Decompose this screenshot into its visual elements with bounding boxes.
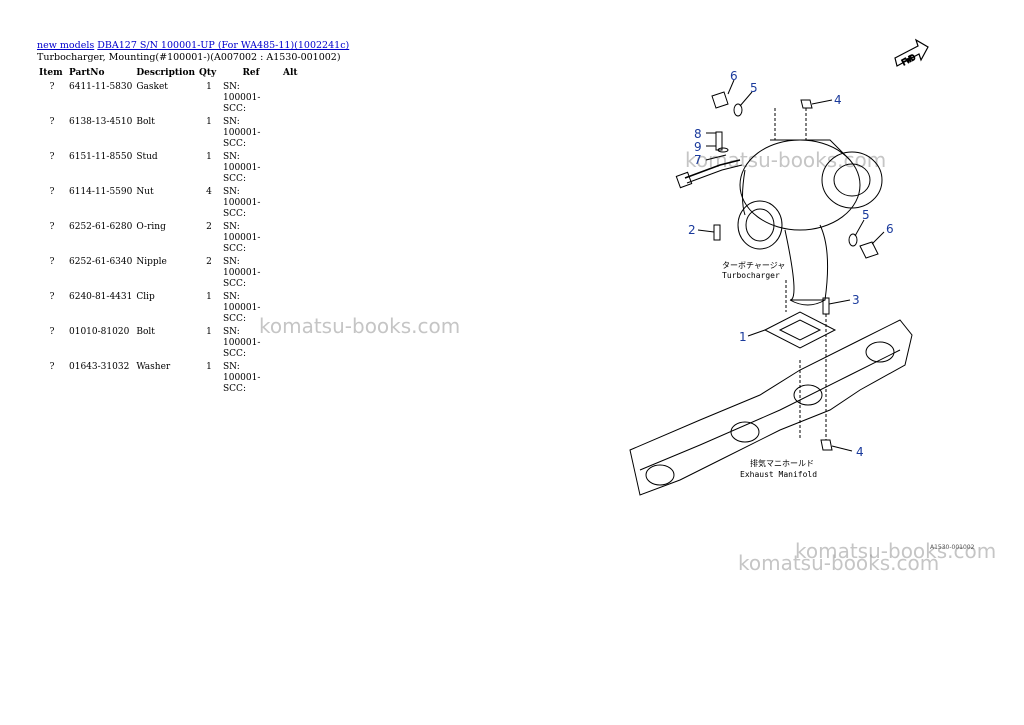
callout-7: 7 <box>694 153 702 167</box>
header-description: Description <box>136 68 195 78</box>
callout-3: 3 <box>852 293 860 307</box>
cell-item: ? <box>49 187 55 197</box>
cell-description: Gasket <box>136 82 168 92</box>
cell-qty: 4 <box>206 187 212 197</box>
cell-item: ? <box>49 117 55 127</box>
cell-partno: 6151-11-8550 <box>69 152 133 162</box>
cell-ref: SN: 100001-SCC: <box>223 327 261 359</box>
cell-description: Nipple <box>136 257 167 267</box>
header-qty: Qty <box>199 68 217 78</box>
cell-partno: 6114-11-5590 <box>69 187 133 197</box>
cell-ref: SN: 100001-SCC: <box>223 187 261 219</box>
cell-item: ? <box>49 362 55 372</box>
cell-qty: 1 <box>206 292 212 302</box>
callout-2: 2 <box>688 223 696 237</box>
page-title: Turbocharger, Mounting(#100001-)(A007002… <box>37 52 341 63</box>
cell-description: Clip <box>136 292 155 302</box>
breadcrumb: new models DBA127 S/N 100001-UP (For WA4… <box>37 40 349 52</box>
manifold-caption-en: Exhaust Manifold <box>740 470 817 479</box>
header-partno: PartNo <box>69 68 105 78</box>
callout-5b: 5 <box>862 208 870 222</box>
cell-partno: 6138-13-4510 <box>69 117 133 127</box>
cell-description: Bolt <box>136 327 155 337</box>
callout-6: 6 <box>730 69 738 83</box>
cell-item: ? <box>49 327 55 337</box>
cell-item: ? <box>49 152 55 162</box>
cell-partno: 6411-11-5830 <box>69 82 133 92</box>
callout-5: 5 <box>750 81 758 95</box>
fwd-label: FWD <box>900 53 917 68</box>
watermark: komatsu-books.com <box>259 314 461 338</box>
manifold-caption-jp: 排気マニホールド <box>750 458 814 468</box>
header-item: Item <box>39 68 63 78</box>
callout-9: 9 <box>694 140 702 154</box>
cell-qty: 2 <box>206 257 212 267</box>
cell-item: ? <box>49 257 55 267</box>
cell-partno: 01010-81020 <box>69 327 130 337</box>
turbocharger-caption-en: Turbocharger <box>722 271 780 280</box>
watermark: komatsu-books.com <box>795 539 997 563</box>
fwd-arrow-icon: FWD <box>894 38 929 68</box>
cell-item: ? <box>49 292 55 302</box>
cell-qty: 1 <box>206 152 212 162</box>
cell-ref: SN: 100001-SCC: <box>223 117 261 149</box>
cell-description: Bolt <box>136 117 155 127</box>
cell-qty: 1 <box>206 327 212 337</box>
cell-partno: 6240-81-4431 <box>69 292 133 302</box>
table-row: ? 01643-31032 Washer 1 SN: 100001-SCC: <box>37 360 305 395</box>
table-header-row: Item PartNo Description Qty Ref Alt <box>37 66 305 80</box>
cell-ref: SN: 100001-SCC: <box>223 152 261 184</box>
cell-ref: SN: 100001-SCC: <box>223 82 261 114</box>
callout-1: 1 <box>739 330 747 344</box>
callout-4b: 4 <box>856 445 864 459</box>
turbocharger-caption-jp: ターボチャージャ <box>722 261 785 270</box>
cell-ref: SN: 100001-SCC: <box>223 257 261 289</box>
cell-description: Stud <box>136 152 158 162</box>
table-row: ? 01010-81020 Bolt 1 SN: 100001-SCC: <box>37 325 305 360</box>
cell-qty: 2 <box>206 222 212 232</box>
header-ref: Ref <box>242 68 260 78</box>
callout-6b: 6 <box>886 222 894 236</box>
callout-4: 4 <box>834 93 842 107</box>
parts-table: Item PartNo Description Qty Ref Alt ? 641… <box>37 66 305 395</box>
breadcrumb-link-new-models[interactable]: new models <box>37 40 95 51</box>
cell-description: Nut <box>136 187 154 197</box>
cell-description: Washer <box>136 362 171 372</box>
callout-8: 8 <box>694 127 702 141</box>
cell-partno: 6252-61-6280 <box>69 222 133 232</box>
cell-partno: 6252-61-6340 <box>69 257 133 267</box>
breadcrumb-link-model[interactable]: DBA127 S/N 100001-UP (For WA485-11)(1002… <box>97 40 350 51</box>
turbocharger-illustration <box>737 139 883 306</box>
cell-item: ? <box>49 82 55 92</box>
cell-description: O-ring <box>136 222 166 232</box>
exhaust-manifold-illustration <box>629 319 913 496</box>
cell-qty: 1 <box>206 362 212 372</box>
cell-qty: 1 <box>206 82 212 92</box>
cell-ref: SN: 100001-SCC: <box>223 362 261 394</box>
gasket-illustration <box>763 311 837 349</box>
cell-qty: 1 <box>206 117 212 127</box>
cell-item: ? <box>49 222 55 232</box>
cell-partno: 01643-31032 <box>69 362 130 372</box>
watermark: komatsu-books.com <box>738 551 940 575</box>
diagram-page-ref: A1530-001002 <box>930 544 975 551</box>
cell-ref: SN: 100001-SCC: <box>223 222 261 254</box>
header-alt: Alt <box>283 68 298 78</box>
cell-ref: SN: 100001-SCC: <box>223 292 261 324</box>
